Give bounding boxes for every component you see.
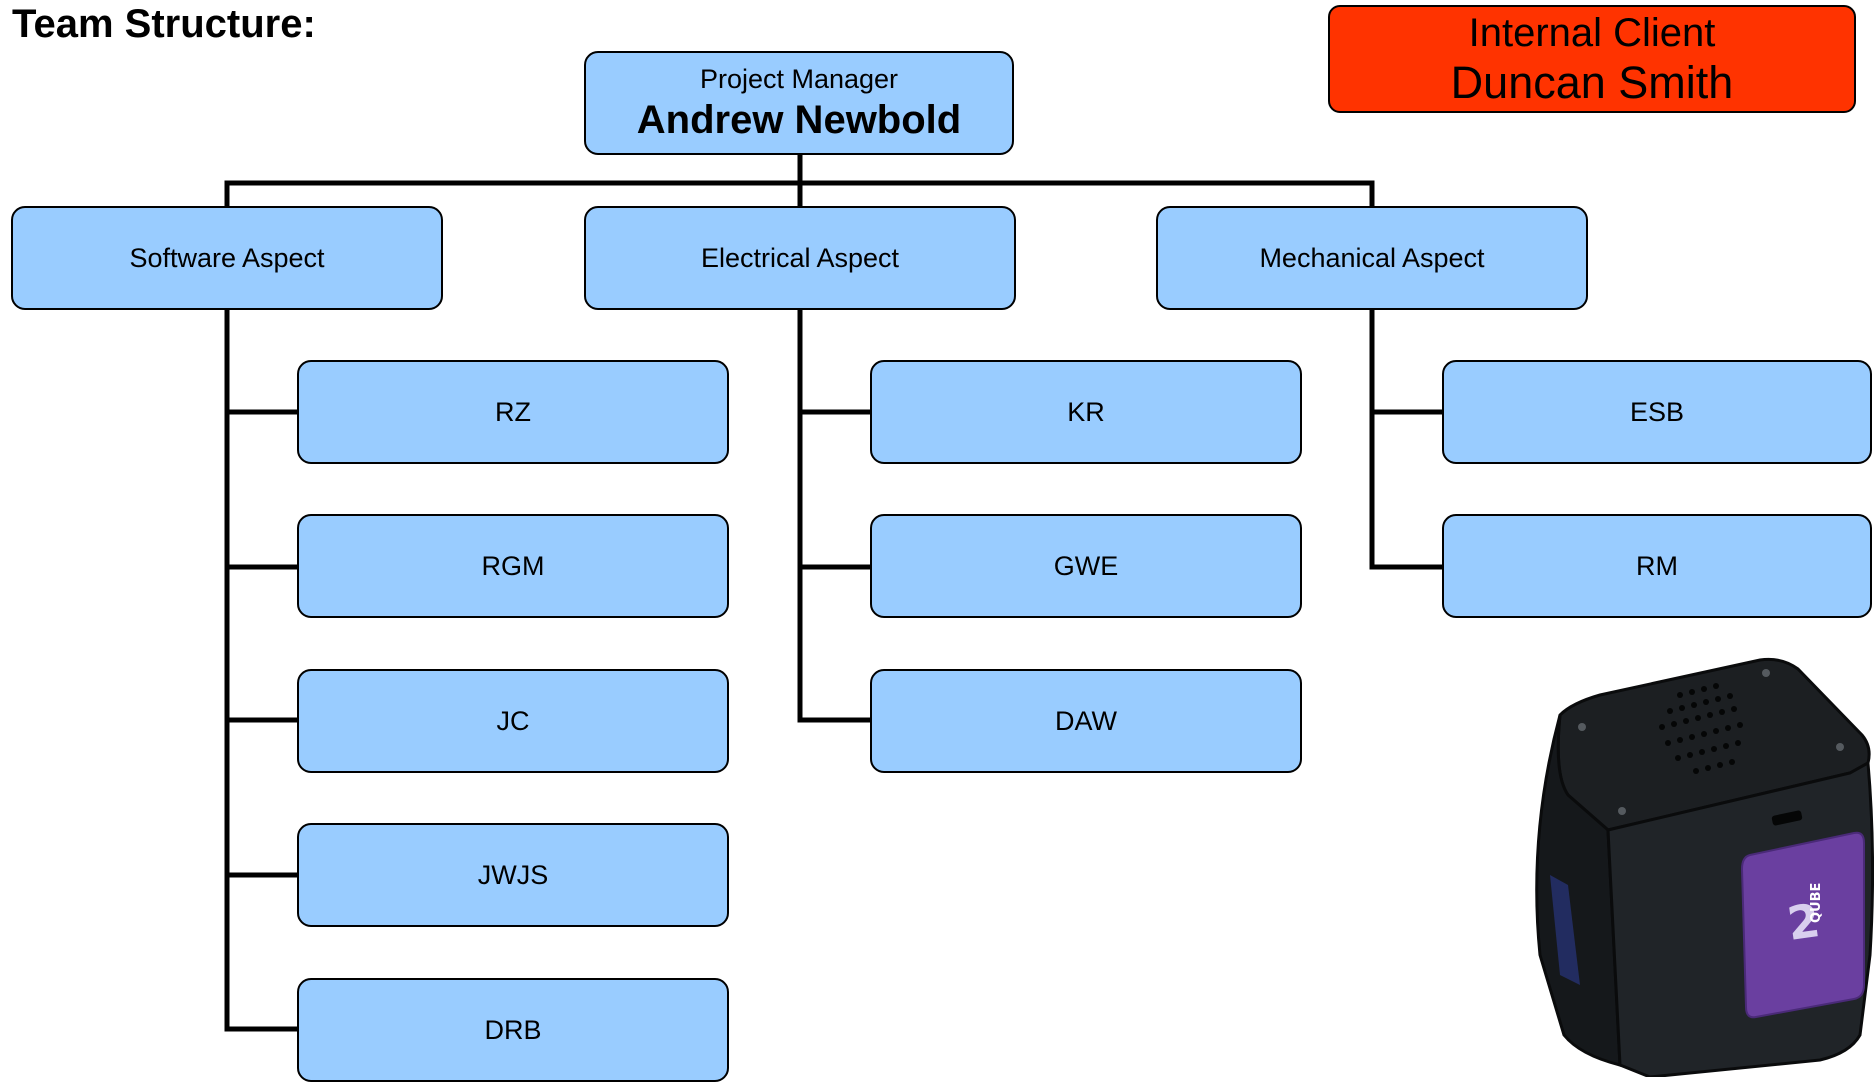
member-label: RGM xyxy=(481,550,545,581)
member-label: GWE xyxy=(1053,550,1119,581)
member-label: DRB xyxy=(484,1014,542,1045)
project-manager-name: Andrew Newbold xyxy=(636,98,962,142)
project-manager-box: Project Manager Andrew Newbold xyxy=(584,51,1014,155)
member-box-jc: JC xyxy=(297,669,729,773)
device-photo: 2 QUBE xyxy=(1535,657,1874,1077)
member-label: DAW xyxy=(1055,705,1117,736)
member-label: RM xyxy=(1636,550,1678,581)
member-box-kr: KR xyxy=(870,360,1302,464)
member-box-esb: ESB xyxy=(1442,360,1872,464)
software-aspect-label: Software Aspect xyxy=(129,242,325,273)
svg-text:2: 2 xyxy=(1784,893,1823,951)
page-title: Team Structure: xyxy=(12,2,316,46)
member-label: JC xyxy=(496,705,530,736)
device-sticker-text: QUBE xyxy=(1809,883,1824,923)
member-box-daw: DAW xyxy=(870,669,1302,773)
mechanical-aspect-box: Mechanical Aspect xyxy=(1156,206,1588,310)
member-box-rgm: RGM xyxy=(297,514,729,618)
member-box-jwjs: JWJS xyxy=(297,823,729,927)
member-label: RZ xyxy=(495,396,531,427)
electrical-aspect-label: Electrical Aspect xyxy=(700,242,900,273)
member-box-gwe: GWE xyxy=(870,514,1302,618)
member-label: ESB xyxy=(1629,396,1685,427)
project-manager-role: Project Manager xyxy=(699,64,899,94)
software-aspect-box: Software Aspect xyxy=(11,206,443,310)
member-box-drb: DRB xyxy=(297,978,729,1082)
member-box-rz: RZ xyxy=(297,360,729,464)
mechanical-aspect-label: Mechanical Aspect xyxy=(1259,242,1485,273)
member-label: KR xyxy=(1067,396,1105,427)
internal-client-box: Internal Client Duncan Smith xyxy=(1328,5,1856,113)
internal-client-label: Internal Client xyxy=(1468,11,1716,55)
internal-client-name: Duncan Smith xyxy=(1450,57,1734,108)
member-label: JWJS xyxy=(477,859,549,890)
member-box-rm: RM xyxy=(1442,514,1872,618)
electrical-aspect-box: Electrical Aspect xyxy=(584,206,1016,310)
